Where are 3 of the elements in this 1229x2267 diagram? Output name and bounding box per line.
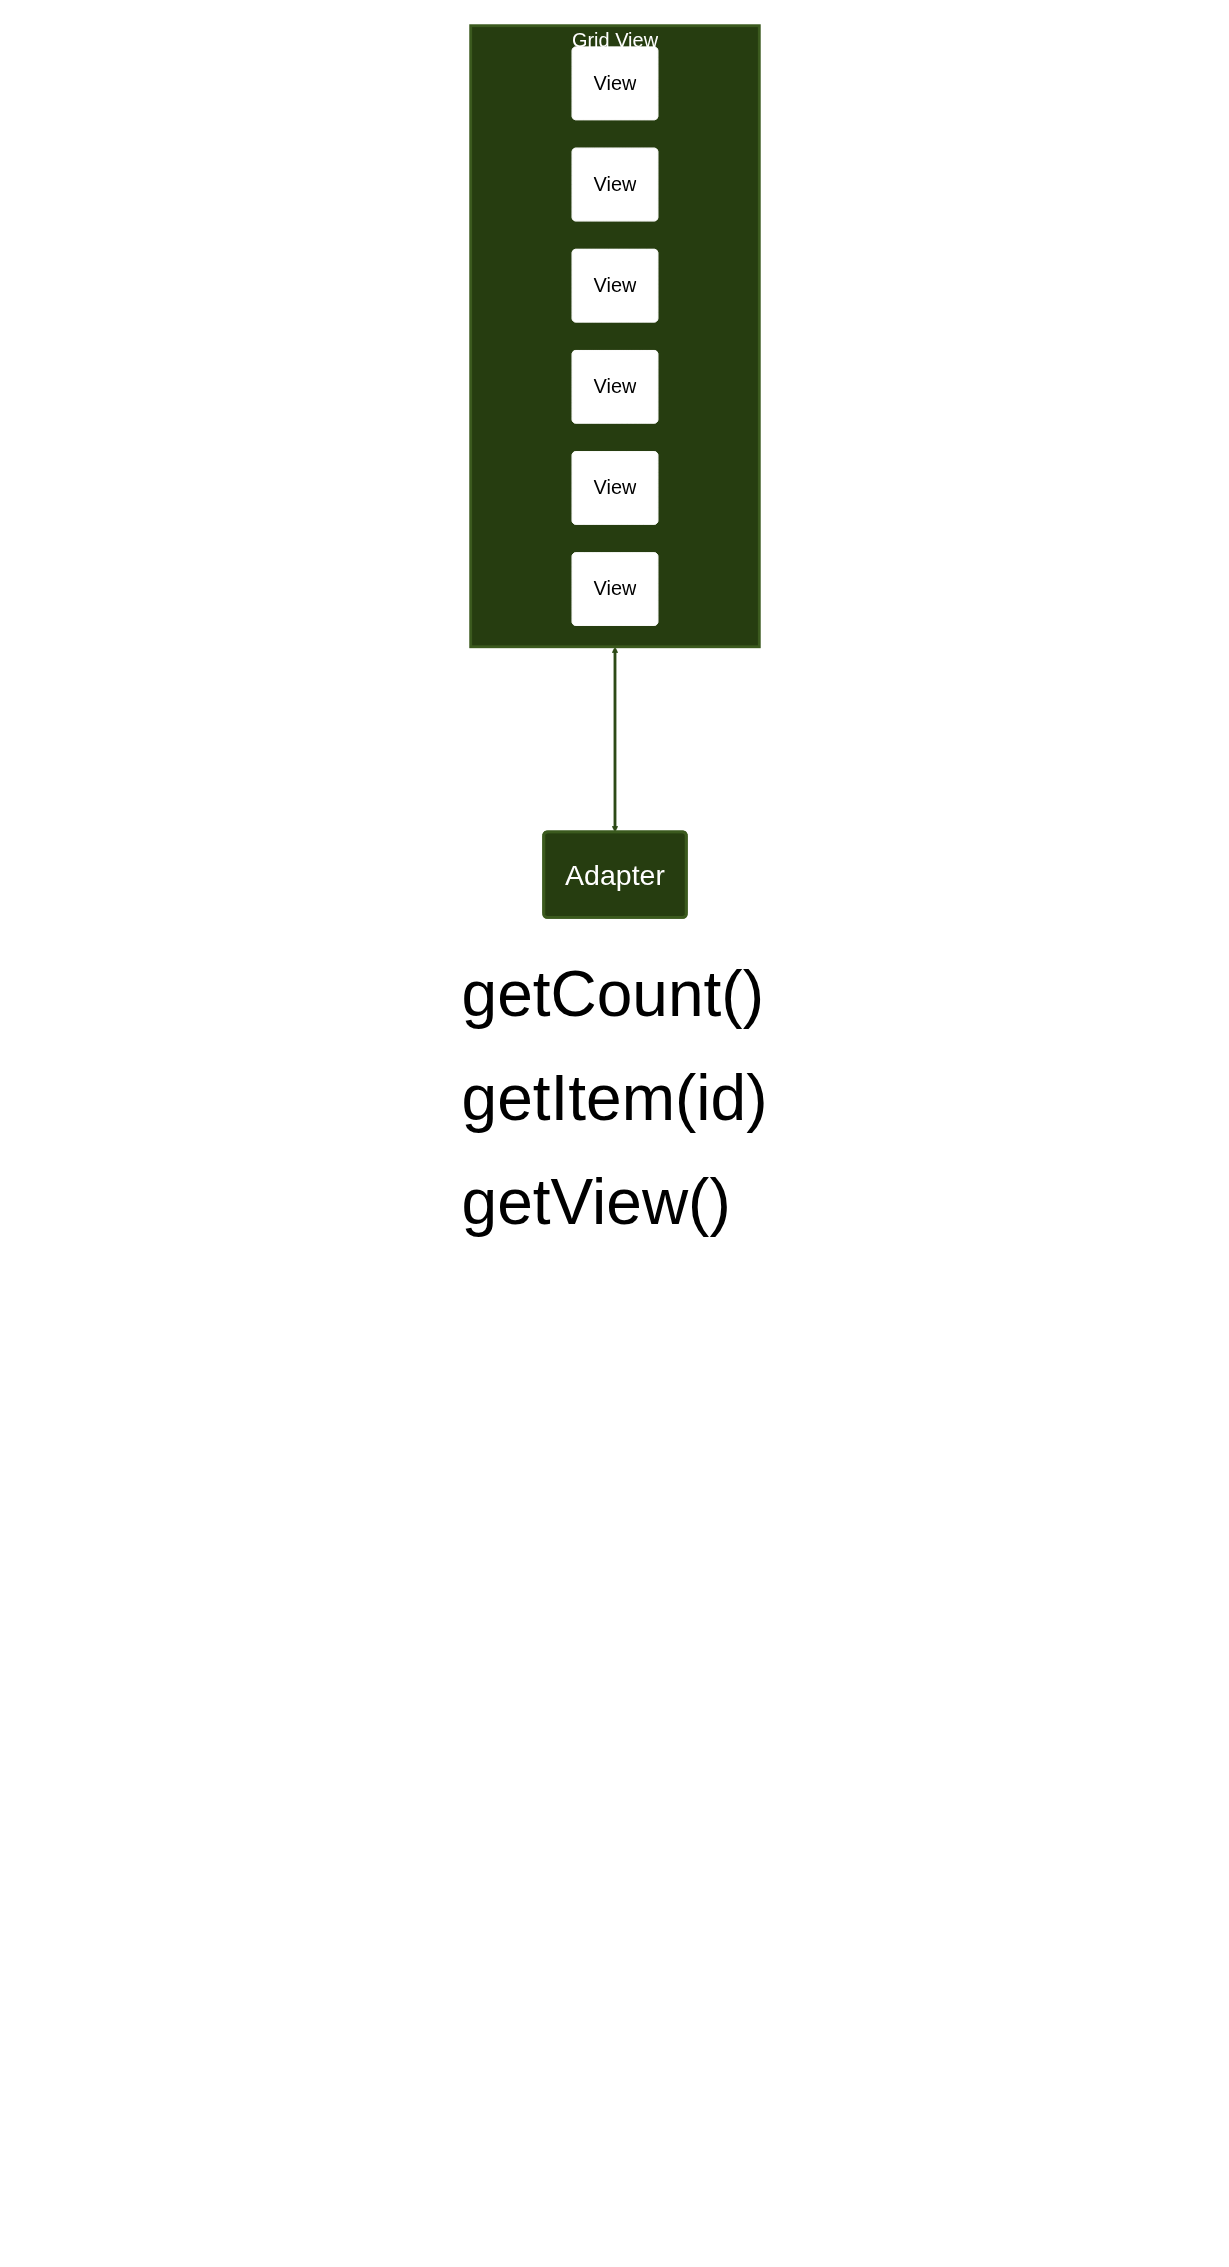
method-label: getItem(id) [461, 1061, 768, 1136]
method-label: getView() [461, 1165, 732, 1240]
method-label: getCount() [461, 957, 765, 1032]
